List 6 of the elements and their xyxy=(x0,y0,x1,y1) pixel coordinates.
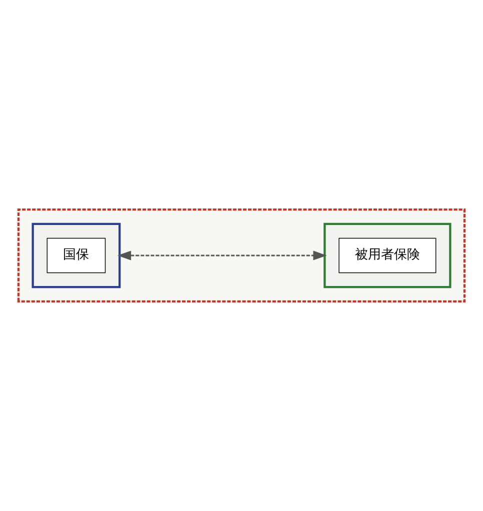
cluster xyxy=(32,222,121,288)
cluster xyxy=(324,222,452,288)
node-box: 被用者保険 xyxy=(338,238,436,274)
node-box: 国保 xyxy=(46,238,106,274)
cluster xyxy=(17,208,466,302)
arrow xyxy=(117,250,327,260)
